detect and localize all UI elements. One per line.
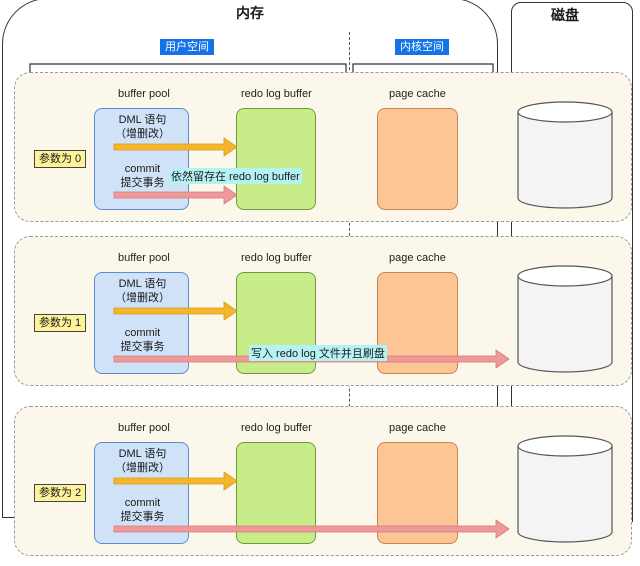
disk-cylinder-top: [517, 435, 613, 457]
dml-statement-subtext: （增删改）: [115, 292, 170, 304]
space-brackets: [29, 63, 494, 72]
commit-subtext: 提交事务: [120, 341, 165, 353]
commit-arrow: [113, 185, 238, 205]
commit-subtext: 提交事务: [120, 177, 165, 189]
panel-graphics: [113, 101, 613, 209]
action-note: 依然留存在 redo log buffer: [169, 168, 302, 184]
dml-statement-subtext: （增删改）: [115, 128, 170, 140]
user-space-bracket: [29, 63, 347, 72]
dml-arrow: [113, 137, 238, 157]
commit-text: commit: [124, 327, 161, 339]
dml-statement-subtext: （增删改）: [115, 462, 170, 474]
action-note: 写入 redo log 文件并且刷盘: [249, 345, 387, 361]
kernel-space-bracket: [352, 63, 494, 72]
buffer-pool-label: buffer pool: [118, 88, 170, 100]
buffer-pool-label: buffer pool: [118, 252, 170, 264]
page-cache-label: page cache: [389, 88, 446, 100]
dml-arrow: [113, 471, 238, 491]
redo-log-buffer-label: redo log buffer: [241, 88, 312, 100]
disk-cylinder-top: [517, 101, 613, 123]
page-cache-box: [377, 108, 458, 210]
user-space-tag: 用户空间: [160, 39, 214, 55]
disk-cylinder-body: [517, 112, 613, 209]
kernel-space-tag: 内核空间: [395, 39, 449, 55]
param-badge: 参数为 1: [34, 314, 87, 332]
redo-log-buffer-label: redo log buffer: [241, 252, 312, 264]
panel-graphics: [113, 435, 613, 543]
disk-cylinder-body: [517, 446, 613, 543]
page-cache-label: page cache: [389, 252, 446, 264]
page-cache-label: page cache: [389, 422, 446, 434]
panel-graphics: [113, 265, 613, 373]
disk-title: 磁盘: [551, 7, 579, 23]
redo-log-buffer-box: [236, 108, 316, 210]
commit-arrow: [113, 519, 510, 539]
redo-log-buffer-label: redo log buffer: [241, 422, 312, 434]
disk-cylinder-top: [517, 265, 613, 287]
dml-statement-text: DML 语句: [118, 448, 167, 460]
commit-text: commit: [124, 163, 161, 175]
buffer-pool-label: buffer pool: [118, 422, 170, 434]
dml-statement-text: DML 语句: [118, 114, 167, 126]
dml-statement-text: DML 语句: [118, 278, 167, 290]
disk-cylinder-body: [517, 276, 613, 373]
dml-arrow: [113, 301, 238, 321]
memory-title: 内存: [236, 5, 264, 21]
param-badge: 参数为 0: [34, 150, 87, 168]
